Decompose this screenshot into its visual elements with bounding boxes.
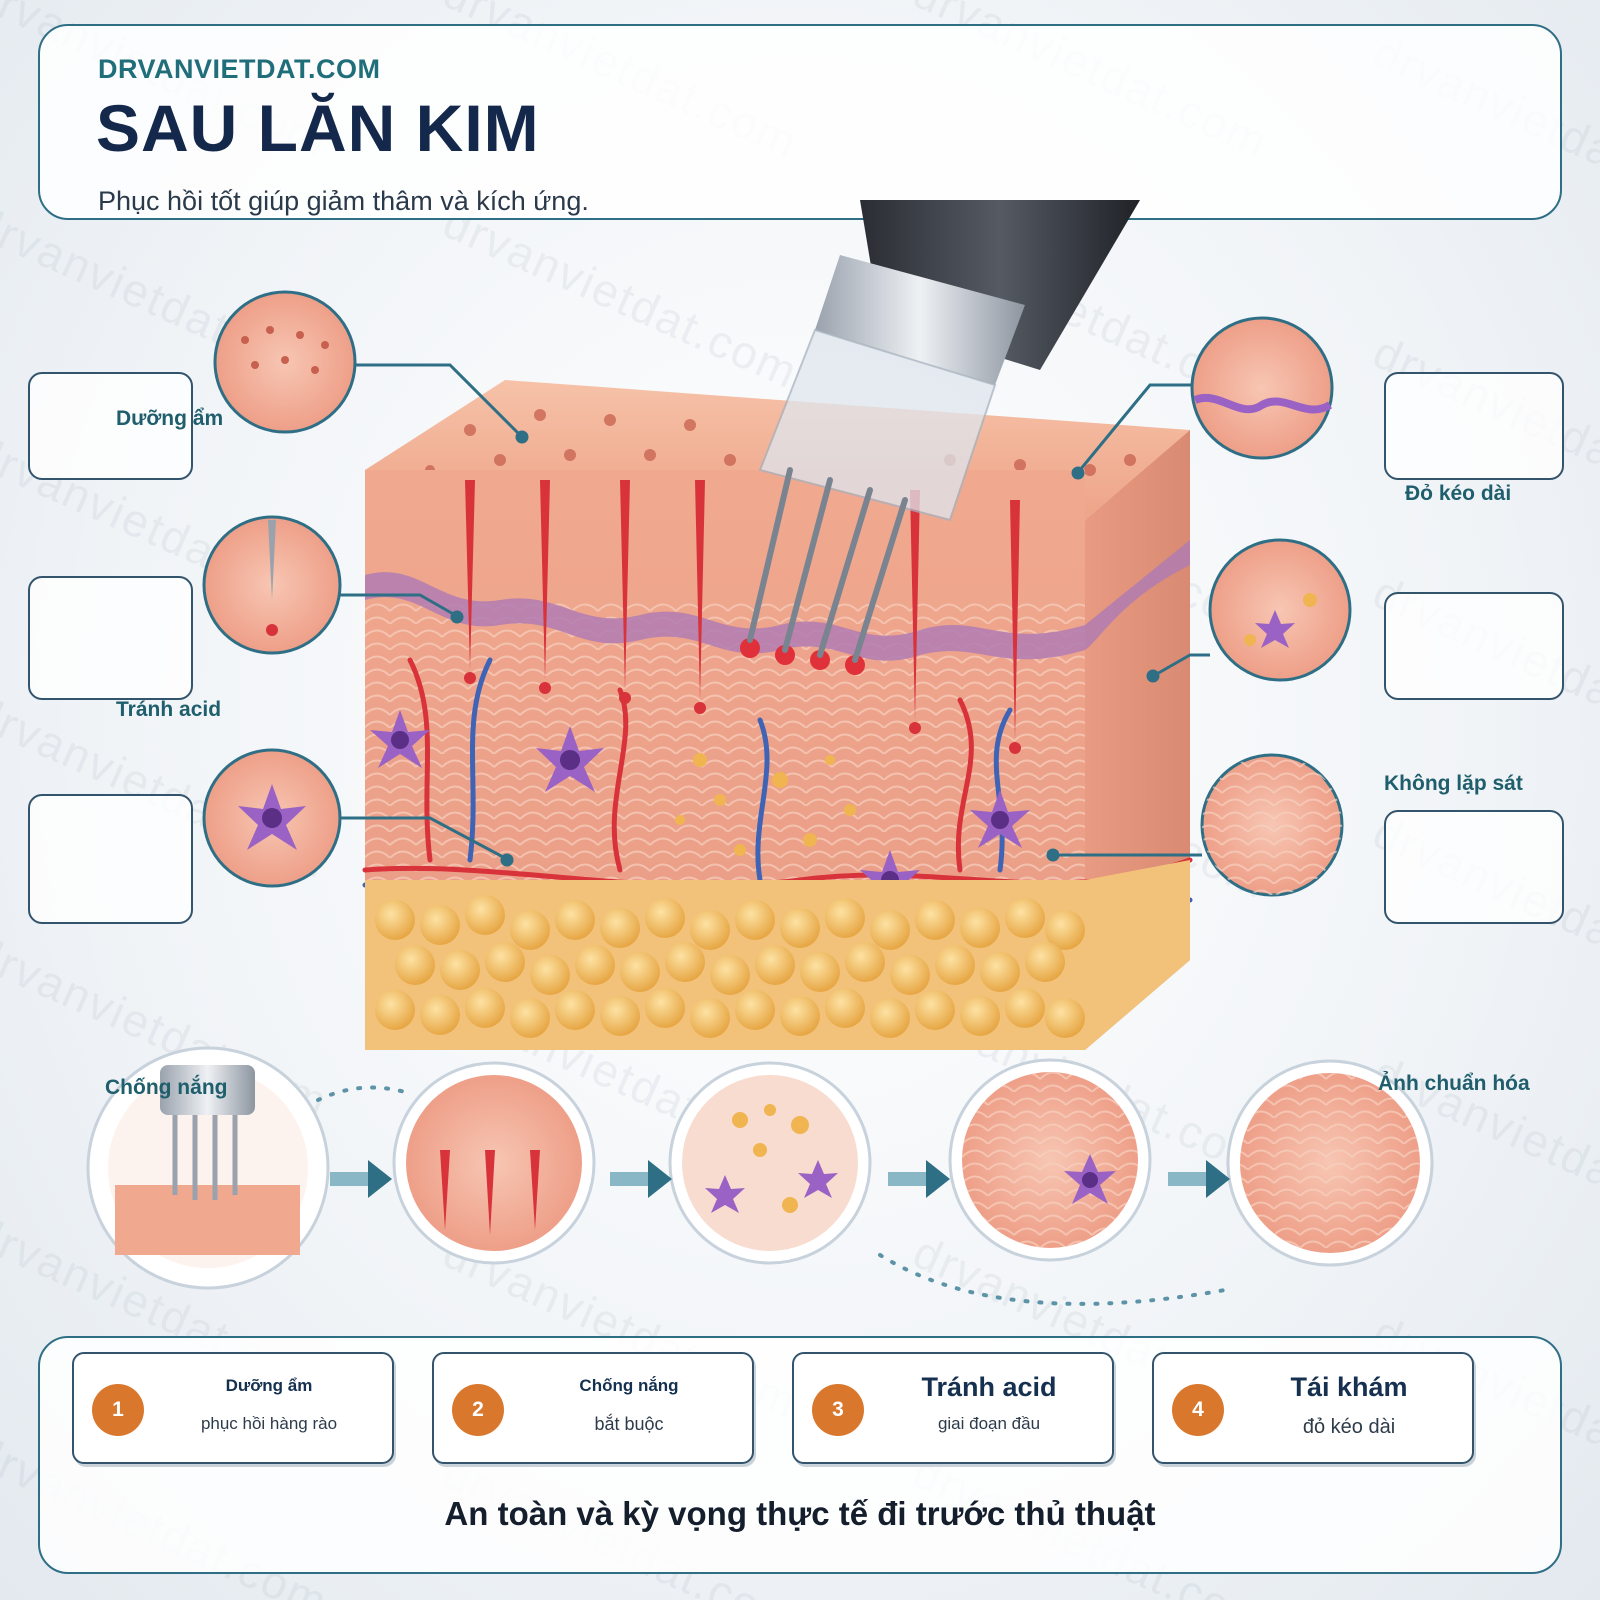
step-subtitle: đỏ kéo dài [1302, 1416, 1396, 1438]
page-title: SAU LĂN KIM [96, 91, 540, 165]
process-step-3 [668, 1061, 872, 1265]
label-box-left-bottom [28, 794, 193, 924]
label-box-left-top [28, 372, 193, 480]
callout-circle-cells [202, 748, 342, 888]
label-box-right-bottom [1384, 810, 1564, 924]
arrow-right-icon [330, 1160, 392, 1198]
step-number-badge: 4 [1172, 1384, 1224, 1436]
label-box-right-mid [1384, 592, 1564, 700]
callout-redness: Đỏ kéo dài [1405, 482, 1512, 505]
step-number-badge: 3 [812, 1384, 864, 1436]
growth-factor-droplets [675, 753, 856, 856]
process-step-5 [1226, 1059, 1434, 1267]
arrow-right-icon [888, 1160, 950, 1198]
label-box-left-mid [28, 576, 193, 700]
page-subtitle: Phục hồi tốt giúp giảm thâm và kích ứng. [98, 186, 589, 216]
step-number-badge: 1 [92, 1384, 144, 1436]
leader-lines [340, 363, 1210, 867]
epidermis-layer [365, 540, 1190, 661]
step-subtitle: phục hồi hàng rào [200, 1414, 338, 1433]
callout-circle-moisturize [213, 290, 357, 434]
arrow-right-icon [610, 1160, 672, 1198]
microneedling-pen-icon [747, 200, 1140, 663]
callout-avoid-acid: Tránh acid [116, 698, 222, 721]
step-card-4: 4 Tái khám đỏ kéo dài [1152, 1352, 1474, 1464]
step-title: Tránh acid [921, 1372, 1057, 1402]
step-subtitle: giai đoạn đầu [937, 1414, 1041, 1433]
process-dotted-paths [316, 1085, 1227, 1306]
step-title: Tái khám [1290, 1372, 1408, 1402]
process-step-2 [392, 1061, 596, 1265]
callout-standardized-photo: Ảnh chuẩn hóa [1378, 1072, 1530, 1095]
callout-circle-redness [1190, 316, 1334, 460]
callout-circle-collagen [1200, 753, 1344, 897]
brand-name: DRVANVIETDAT.COM [98, 54, 381, 84]
step-card-2: 2 Chống nắng bắt buộc [432, 1352, 754, 1464]
step-card-1: 1 Dưỡng ẩm phục hồi hàng rào [72, 1352, 394, 1464]
step-card-3: 3 Tránh acid giai đoạn đầu [792, 1352, 1114, 1464]
footer-tagline: An toàn và kỳ vọng thực tế đi trước thủ … [444, 1495, 1156, 1532]
needle-channels [464, 480, 1021, 754]
header-card: DRVANVIETDAT.COM SAU LĂN KIM Phục hồi tố… [38, 24, 1562, 220]
callout-circle-avoid-acid [202, 515, 342, 655]
process-step-4 [948, 1058, 1152, 1262]
callout-sunscreen: Chống nắng [105, 1076, 228, 1099]
process-step-1 [86, 1046, 330, 1290]
callout-no-repeat: Không lặp sát [1384, 772, 1523, 795]
callout-circle-inflammation [1208, 538, 1352, 682]
arrow-right-icon [1168, 1160, 1230, 1198]
label-box-right-top [1384, 372, 1564, 480]
puncture-points [740, 638, 865, 675]
step-title: Chống nắng [579, 1376, 679, 1395]
step-title: Dưỡng ẩm [225, 1376, 313, 1395]
step-number-badge: 2 [452, 1384, 504, 1436]
callout-moisturize: Dưỡng ẩm [116, 407, 224, 430]
step-subtitle: bắt buộc [594, 1414, 664, 1434]
process-arrows [330, 1160, 1230, 1198]
fat-cells [375, 895, 1085, 1038]
